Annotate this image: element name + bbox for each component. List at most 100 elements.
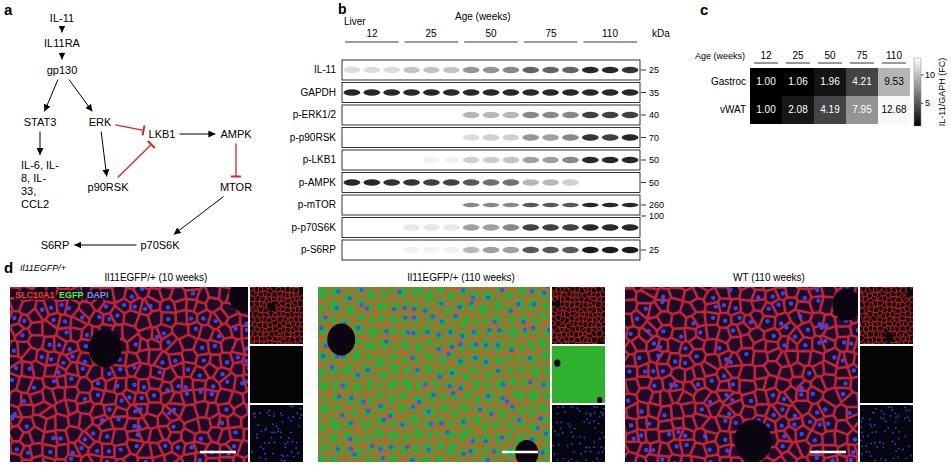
- nucleus-stain: [122, 303, 126, 307]
- nucleus-stain: [734, 306, 738, 310]
- nucleus-stain: [749, 320, 753, 324]
- figure-label: 25: [425, 28, 436, 40]
- figure-label: 10: [925, 70, 935, 80]
- protein-band: [403, 224, 420, 231]
- nucleus-stain: [451, 391, 455, 395]
- nucleus-stain: [166, 340, 170, 344]
- nucleus-stain: [298, 425, 300, 427]
- label-text: GAPDH: [300, 87, 336, 99]
- nucleus-stain: [211, 384, 215, 388]
- protein-band: [542, 89, 559, 96]
- blot-strip: [342, 60, 640, 80]
- nucleus-stain: [459, 386, 463, 390]
- nucleus-stain: [660, 457, 664, 461]
- nucleus-stain: [57, 343, 61, 347]
- nucleus-stain: [557, 406, 559, 408]
- nucleus-stain: [254, 416, 256, 418]
- nucleus-stain: [473, 355, 477, 359]
- nucleus-stain: [861, 445, 863, 447]
- activation-arrow: [174, 197, 224, 235]
- nucleus-stain: [811, 287, 815, 288]
- nucleus-stain: [462, 451, 466, 455]
- nucleus-stain: [576, 407, 578, 409]
- nucleus-stain: [280, 431, 282, 433]
- nucleus-stain: [531, 326, 535, 330]
- figure-label: EGFP: [58, 290, 85, 300]
- nucleus-stain: [300, 414, 302, 416]
- nucleus-stain: [904, 418, 906, 420]
- nucleus-stain: [579, 410, 581, 412]
- nucleus-stain: [875, 431, 877, 433]
- protein-band: [483, 112, 500, 119]
- nucleus-stain: [81, 366, 85, 370]
- nucleus-stain: [890, 415, 892, 417]
- nucleus-stain: [910, 455, 912, 457]
- label-text: b: [338, 1, 347, 17]
- protein-band: [542, 203, 559, 207]
- nucleus-stain: [567, 445, 569, 447]
- nucleus-stain: [132, 383, 136, 387]
- label-text: 4.21: [852, 76, 871, 88]
- nucleus-stain: [14, 366, 18, 370]
- inhibition-connector: [115, 125, 143, 130]
- nucleus-stain: [460, 334, 464, 338]
- protein-band: [503, 89, 520, 96]
- nucleus-stain: [135, 432, 139, 436]
- nucleus-stain: [824, 323, 828, 327]
- nucleus-stain: [225, 380, 229, 384]
- nucleus-stain: [905, 457, 907, 459]
- nucleus-stain: [220, 372, 224, 376]
- nucleus-stain: [27, 367, 31, 371]
- nucleus-stain: [815, 410, 819, 414]
- nucleus-stain: [107, 449, 111, 453]
- nucleus-stain: [865, 445, 867, 447]
- nucleus-stain: [711, 296, 715, 300]
- heat-map: [750, 58, 924, 126]
- nucleus-stain: [431, 314, 435, 318]
- nucleus-stain: [851, 450, 855, 454]
- label-text: 1.00: [756, 76, 775, 88]
- nucleus-stain: [898, 448, 900, 450]
- node-text: p90RSK: [88, 181, 129, 194]
- nucleus-stain: [10, 416, 14, 420]
- nucleus-stain: [841, 392, 845, 396]
- heat-cell: [878, 68, 910, 96]
- protein-band: [622, 134, 639, 141]
- micrograph-ground: [250, 346, 303, 403]
- protein-band: [602, 67, 619, 74]
- protein-band: [562, 67, 579, 74]
- label-text: 10: [925, 70, 935, 80]
- nucleus-stain: [15, 447, 19, 451]
- micrograph: [860, 287, 913, 344]
- protein-band: [363, 89, 380, 96]
- nucleus-stain: [832, 355, 836, 359]
- heat-cell: [814, 96, 846, 124]
- nucleus-stain: [140, 396, 144, 400]
- nucleus-stain: [361, 399, 365, 403]
- label-text: Age (weeks): [455, 11, 511, 23]
- figure-label: 35: [649, 87, 659, 97]
- protein-band: [503, 134, 520, 141]
- label-text: 2.08: [788, 104, 807, 116]
- nucleus-stain: [730, 398, 734, 402]
- nucleus-stain: [658, 345, 662, 349]
- nucleus-stain: [500, 396, 504, 400]
- nucleus-stain: [583, 437, 585, 439]
- nucleus-stain: [133, 409, 137, 413]
- nucleus-stain: [815, 288, 819, 292]
- nucleus-stain: [895, 450, 897, 452]
- nucleus-stain: [198, 373, 202, 377]
- nucleus-stain: [879, 441, 881, 443]
- protein-band: [582, 89, 599, 96]
- protein-band: [522, 67, 539, 74]
- label-text: p-p90RSK: [290, 132, 336, 144]
- nucleus-stain: [492, 449, 496, 453]
- nucleus-stain: [273, 415, 275, 417]
- pathway-node: IL11RA: [42, 36, 82, 51]
- nucleus-stain: [590, 415, 592, 417]
- nucleus-stain: [335, 447, 339, 451]
- nucleus-stain: [696, 382, 700, 386]
- nucleus-stain: [813, 438, 817, 442]
- age-group-underline: [754, 63, 778, 64]
- nucleus-stain: [545, 287, 549, 288]
